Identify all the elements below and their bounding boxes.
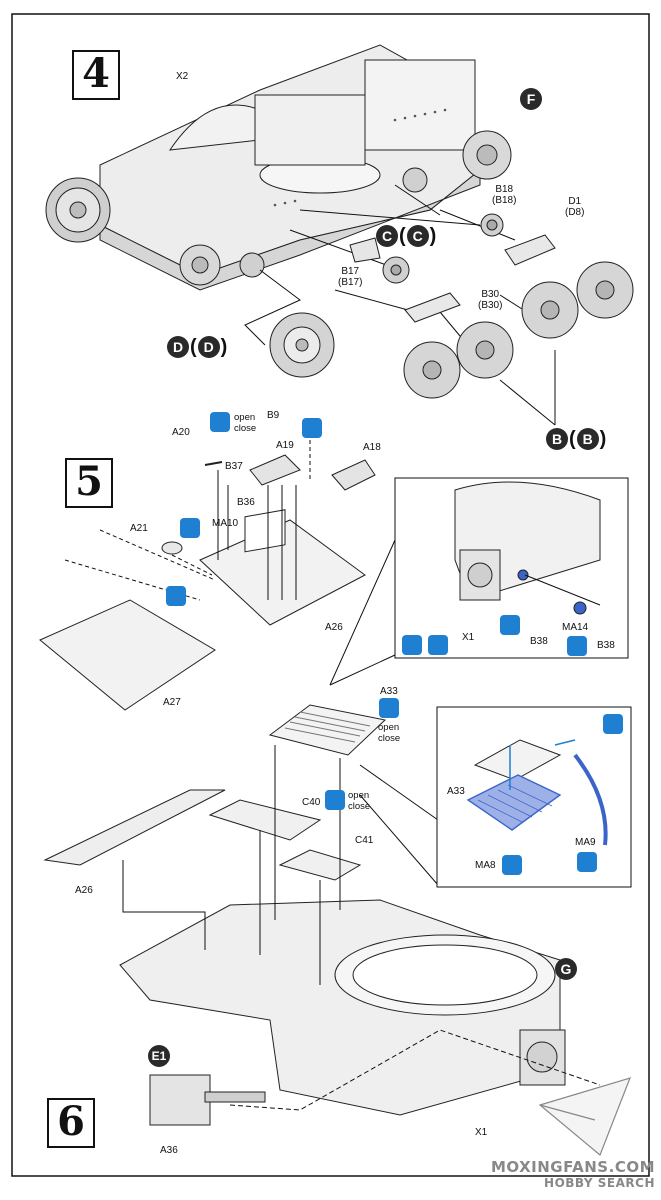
rotate-arrows-icon (428, 635, 448, 655)
watermark: MOXINGFANS.COM (490, 1158, 655, 1176)
label-c40: C40 (302, 797, 321, 808)
photo-etch-icon (500, 615, 520, 635)
subassembly-c-tag: C(C) (375, 225, 436, 247)
step4-parts (269, 213, 634, 399)
paint-drop-icon (567, 636, 587, 656)
label-ma8: MA8 (475, 860, 496, 871)
label-a18: A18 (363, 442, 381, 453)
rivet-dots (273, 108, 447, 207)
rotate-arrows-icon (166, 586, 186, 606)
step5-leaders (64, 440, 311, 601)
glue-brush-icon (402, 635, 422, 655)
step-number-6: 6 (47, 1098, 95, 1148)
rotate-arrows-icon (302, 418, 322, 438)
label-a26: A26 (325, 622, 343, 633)
label-b37: B37 (225, 461, 243, 472)
step6-leaders (122, 745, 601, 1111)
label-b18: B18(B18) (492, 184, 517, 206)
paint-drop-icon (502, 855, 522, 875)
subassembly-d-tag: D(D) (166, 336, 227, 358)
subassembly-g-tag: G (555, 958, 577, 980)
subassembly-e1-tag: E1 (148, 1045, 170, 1067)
label-a21: A21 (130, 523, 148, 534)
label-b30: B30(B30) (478, 289, 503, 311)
step-number-5: 5 (65, 458, 113, 508)
label-b38-b: B38 (597, 640, 615, 651)
rotate-arrows-icon (325, 790, 345, 810)
label-c41: C41 (355, 835, 374, 846)
label-ma14: MA14 (562, 622, 589, 633)
subassembly-f-tag: F (520, 88, 542, 110)
subassembly-b-tag: B(B) (545, 428, 606, 450)
label-b17: B17(B17) (338, 266, 363, 288)
rotate-arrows-icon (210, 412, 230, 432)
label-a19: A19 (276, 440, 294, 451)
label-b9: B9 (267, 410, 280, 421)
paint-drop-icon (577, 852, 597, 872)
label-a36: A36 (160, 1145, 178, 1156)
label-x2: X2 (176, 71, 189, 82)
label-x1-hull: X1 (475, 1127, 488, 1138)
step6-parts (43, 704, 566, 1126)
step-number-4: 4 (72, 50, 120, 100)
label-a20: A20 (172, 427, 190, 438)
label-x1-detail: X1 (462, 632, 475, 643)
label-d1: D1(D8) (565, 196, 585, 218)
label-ma10: MA10 (212, 518, 239, 529)
watermark-sub: HOBBY SEARCH (544, 1176, 655, 1190)
label-ma9: MA9 (575, 837, 596, 848)
rotate-arrows-icon (180, 518, 200, 538)
rotate-arrows-icon (379, 698, 399, 718)
label-a26-step6: A26 (75, 885, 93, 896)
label-b36: B36 (237, 497, 255, 508)
label-b38-a: B38 (530, 636, 548, 647)
label-a27: A27 (163, 697, 181, 708)
paper-plane-logo (538, 1077, 632, 1156)
step6-detail-box (436, 706, 632, 888)
label-a33: A33 (380, 686, 398, 697)
glue-brush-icon (603, 714, 623, 734)
label-a33-detail: A33 (447, 786, 465, 797)
